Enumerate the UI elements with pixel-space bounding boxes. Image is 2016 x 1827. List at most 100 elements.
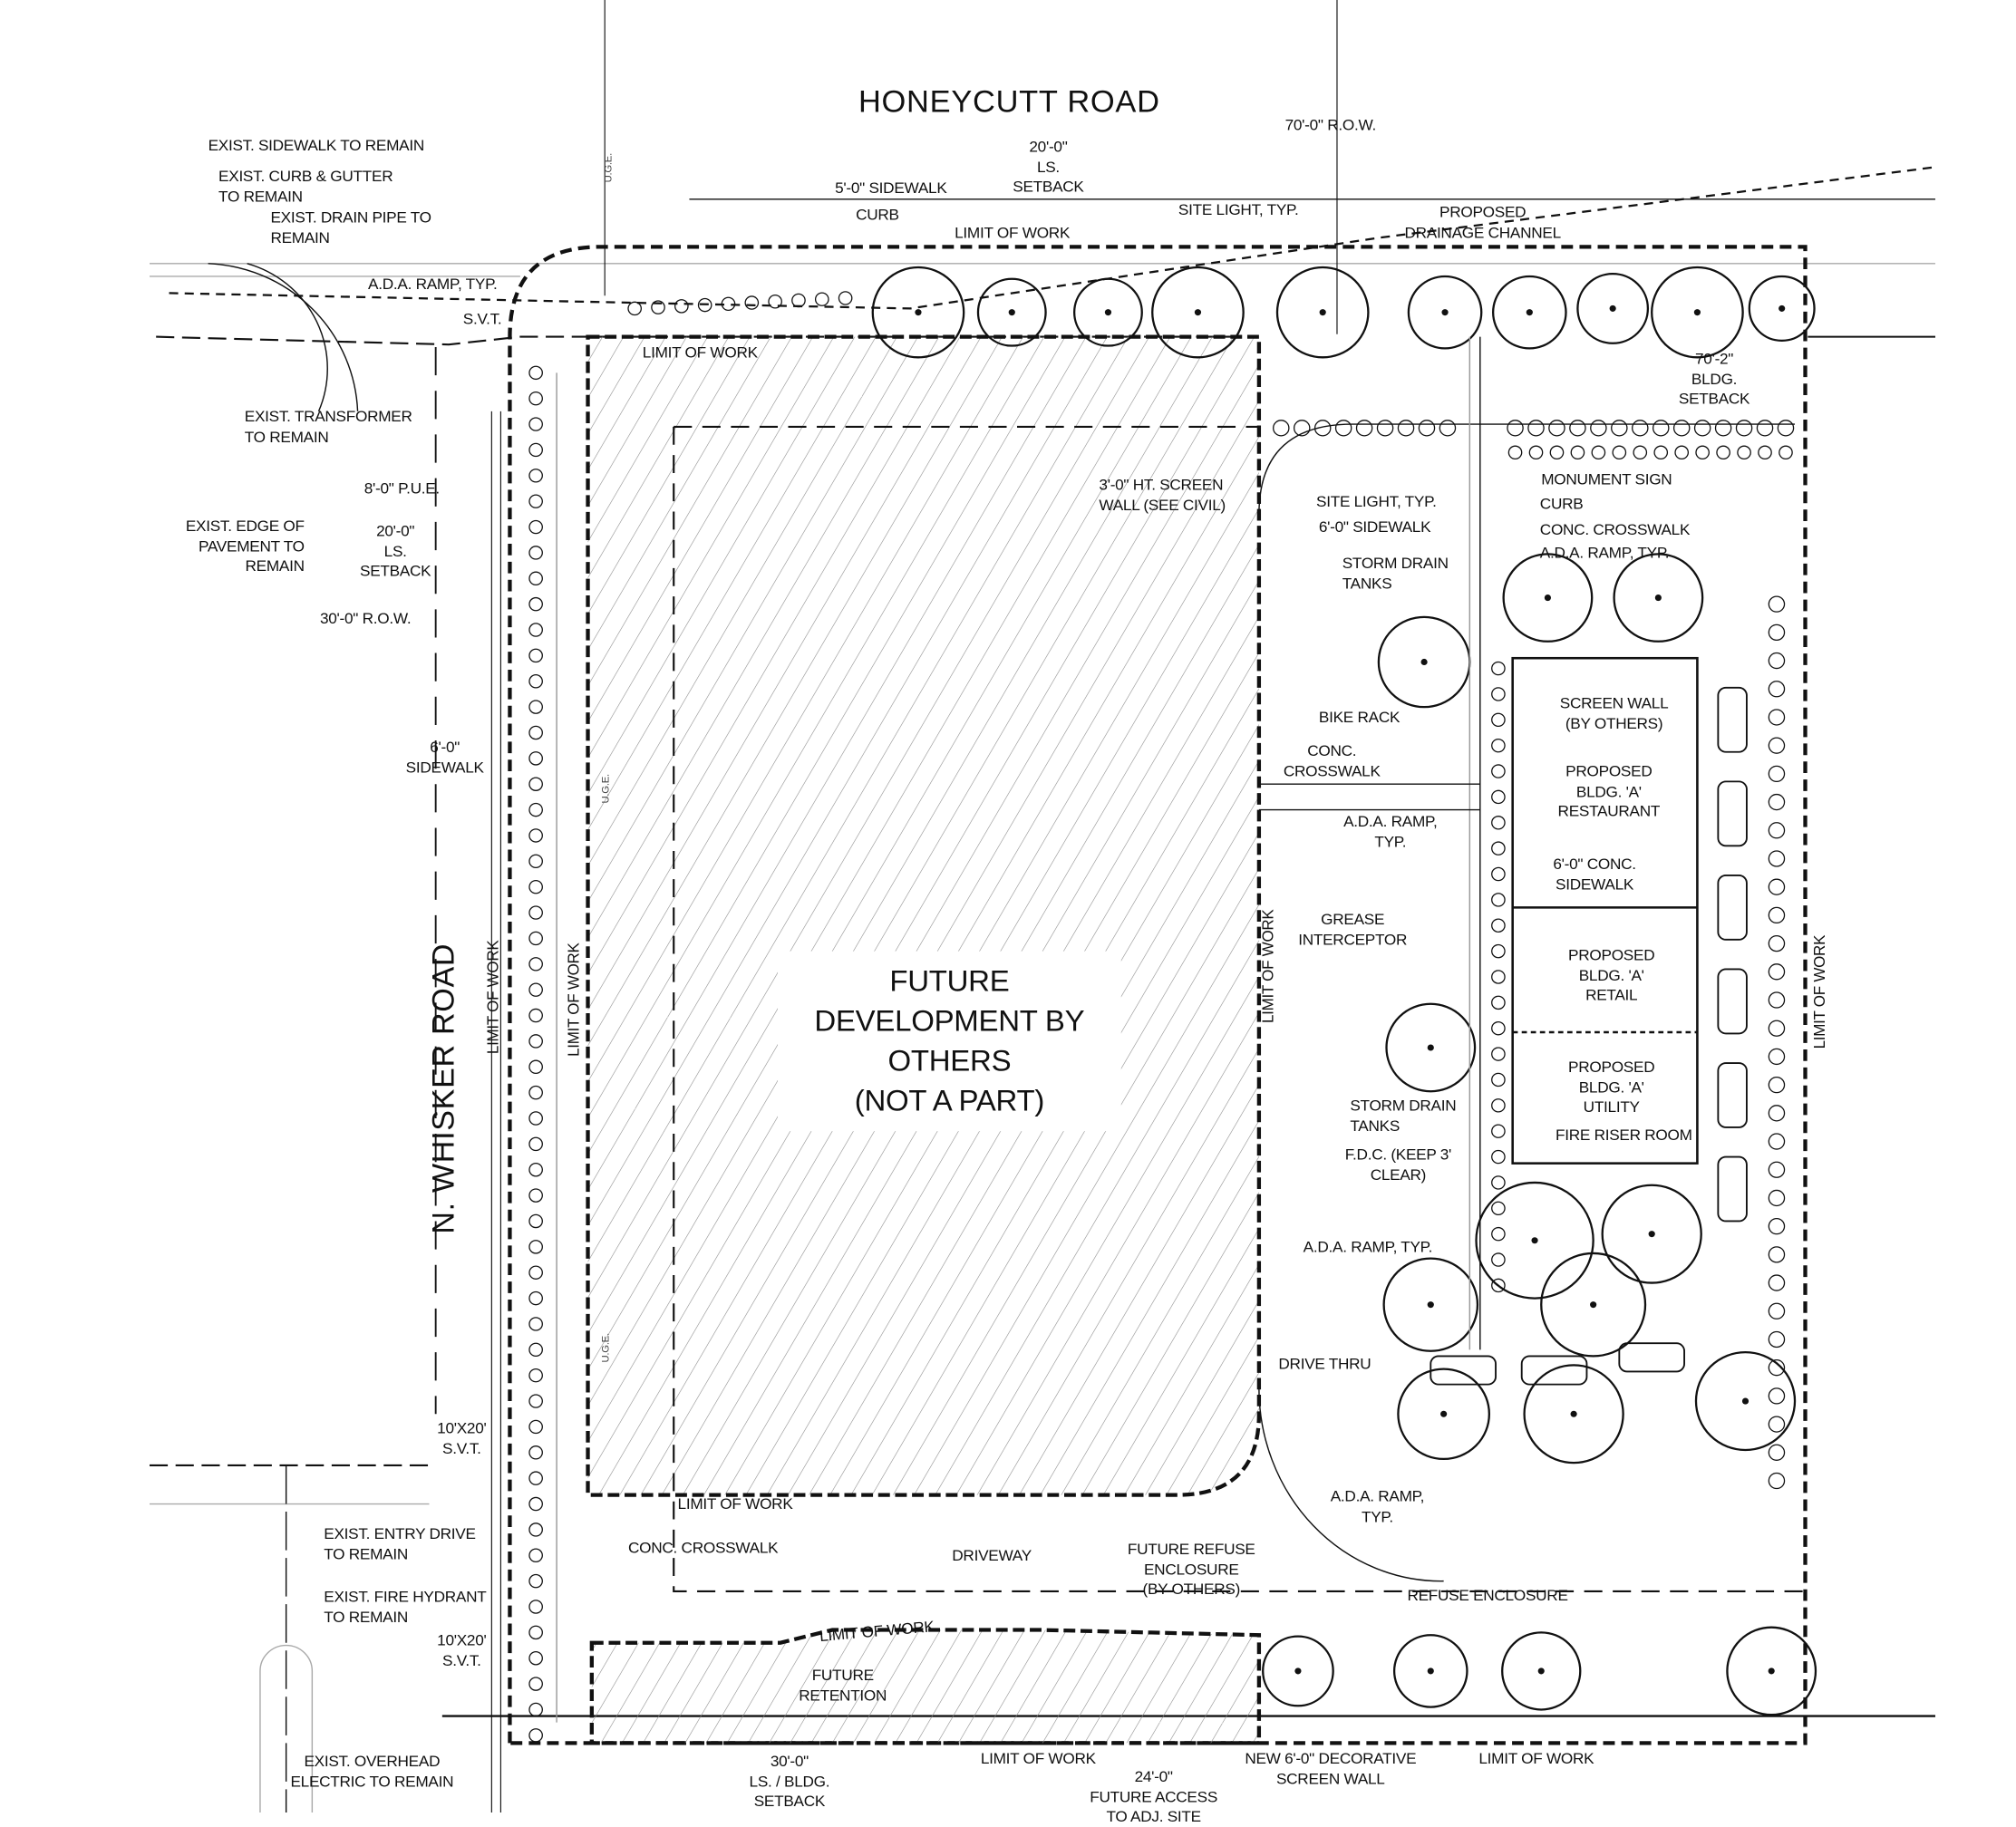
limit-of-work-bottom-right-label: LIMIT OF WORK [1478, 1749, 1594, 1768]
shrub-icon [528, 1573, 543, 1589]
shrub-icon [528, 700, 543, 714]
shrub-icon [1491, 1098, 1506, 1113]
shrub-icon [1652, 420, 1670, 437]
shrub-icon [1735, 420, 1753, 437]
bldg-restaurant-label: PROPOSED BLDG. 'A' RESTAURANT [1557, 762, 1661, 820]
limit-of-work-bottom-inner-label: LIMIT OF WORK [677, 1494, 793, 1513]
shrub-icon [1507, 445, 1523, 460]
shrub-icon [1768, 1359, 1786, 1377]
shrub-icon [1376, 420, 1394, 437]
shrub-icon [1491, 661, 1506, 676]
car-icon [1520, 1355, 1588, 1386]
shrub-icon [528, 546, 543, 560]
svt-nw-label: S.V.T. [462, 309, 502, 328]
tree-icon [1385, 1002, 1477, 1093]
shrub-icon [1611, 420, 1628, 437]
shrub-icon [1548, 420, 1565, 437]
screen-wall-others-label: SCREEN WALL (BY OTHERS) [1559, 693, 1669, 732]
ls-setback-top-label: 20'-0" LS. SETBACK [1013, 137, 1084, 196]
shrub-icon [1590, 420, 1607, 437]
future-development-label: FUTURE DEVELOPMENT BY OTHERS (NOT A PART… [778, 951, 1121, 1132]
shrub-icon [1491, 1020, 1506, 1036]
sidewalk-6-left-label: 6'-0" SIDEWALK [405, 738, 484, 777]
shrub-icon [1491, 1226, 1506, 1242]
shrub-icon [528, 1213, 543, 1229]
curb-mid-label: CURB [1539, 495, 1584, 513]
shrub-icon [768, 295, 782, 309]
svt-10x20-b-label: 10'X20' S.V.T. [437, 1630, 487, 1669]
limit-of-work-vertical-3: LIMIT OF WORK [1258, 909, 1277, 1024]
shrub-icon [528, 1188, 543, 1203]
site-light-mid-label: SITE LIGHT, TYP. [1316, 492, 1437, 511]
shrub-icon [1653, 445, 1669, 460]
shrubs [528, 291, 1795, 1743]
tree-center-icon [1420, 658, 1428, 666]
shrub-icon [1491, 712, 1506, 728]
shrub-icon [1768, 1387, 1786, 1405]
shrub-icon [1528, 445, 1544, 460]
shrub-icon [528, 1136, 543, 1152]
ada-ramp-nw-label: A.D.A. RAMP, TYP. [368, 275, 498, 294]
shrub-icon [814, 292, 829, 306]
exist-drain-label: EXIST. DRAIN PIPE TO REMAIN [270, 208, 431, 246]
shrub-icon [1334, 420, 1352, 437]
shrub-icon [528, 1651, 543, 1666]
shrub-icon [1768, 963, 1786, 981]
limit-of-work-vertical-4: LIMIT OF WORK [1810, 934, 1829, 1049]
shrub-icon [838, 291, 853, 305]
shrub-icon [1491, 1149, 1506, 1165]
sidewalk-5-label: 5'-0" SIDEWALK [835, 179, 947, 198]
sidewalk-6-mid-label: 6'-0" SIDEWALK [1318, 517, 1431, 536]
shrub-icon [1768, 1161, 1786, 1178]
tree-center-icon [1590, 1301, 1597, 1309]
grease-interceptor-label: GREASE INTERCEPTOR [1298, 910, 1408, 949]
tree-icon [1392, 1634, 1468, 1708]
tree-icon [1072, 277, 1143, 347]
tree-center-icon [915, 309, 922, 316]
shrub-icon [1737, 445, 1751, 460]
tree-center-icon [1294, 1668, 1302, 1675]
tree-icon [1262, 1635, 1334, 1707]
row-70-label: 70'-0" R.O.W. [1284, 115, 1377, 134]
shrub-icon [1768, 1218, 1786, 1235]
shrub-icon [1491, 764, 1506, 778]
tree-icon [1613, 553, 1704, 643]
shrub-icon [1491, 1278, 1506, 1293]
bldg-setback-70-label: 70'-2" BLDG. SETBACK [1678, 349, 1750, 408]
shrub-icon [1768, 1020, 1786, 1037]
shrub-icon [1527, 420, 1545, 437]
tree-center-icon [1441, 309, 1449, 316]
refuse-enclosure-label: REFUSE ENCLOSURE [1407, 1586, 1568, 1605]
shrub-icon [1768, 1302, 1786, 1320]
shrub-icon [1491, 1175, 1506, 1190]
decorative-wall-label: NEW 6'-0" DECORATIVE SCREEN WALL [1245, 1749, 1417, 1788]
exist-edge-label: EXIST. EDGE OF PAVEMENT TO REMAIN [185, 517, 305, 575]
shrub-icon [528, 1008, 543, 1023]
tree-icon [1397, 1368, 1490, 1461]
shrub-icon [528, 1111, 543, 1126]
shrub-icon [697, 297, 712, 313]
shrub-icon [1777, 420, 1795, 437]
shrub-icon [528, 957, 543, 972]
car-icon [1717, 968, 1748, 1035]
shrub-icon [1768, 878, 1786, 895]
shrub-icon [721, 296, 736, 312]
shrub-icon [1491, 918, 1506, 933]
shrub-icon [1491, 738, 1506, 753]
pue-8-label: 8'-0" P.U.E. [363, 479, 440, 498]
shrub-icon [1768, 793, 1786, 811]
tree-center-icon [1008, 309, 1015, 316]
tree-center-icon [1609, 304, 1616, 312]
car-icon [1717, 1062, 1748, 1128]
shrub-icon [1758, 445, 1772, 460]
shrub-icon [1273, 420, 1290, 437]
shrub-icon [1612, 445, 1627, 460]
shrub-icon [1397, 420, 1415, 437]
tree-icon [1475, 1181, 1594, 1300]
storm-drain-2-label: STORM DRAIN TANKS [1350, 1096, 1457, 1135]
shrub-icon [1768, 1105, 1786, 1122]
shrub-icon [1756, 420, 1774, 437]
car-icon [1717, 780, 1748, 847]
shrub-icon [528, 1728, 543, 1743]
